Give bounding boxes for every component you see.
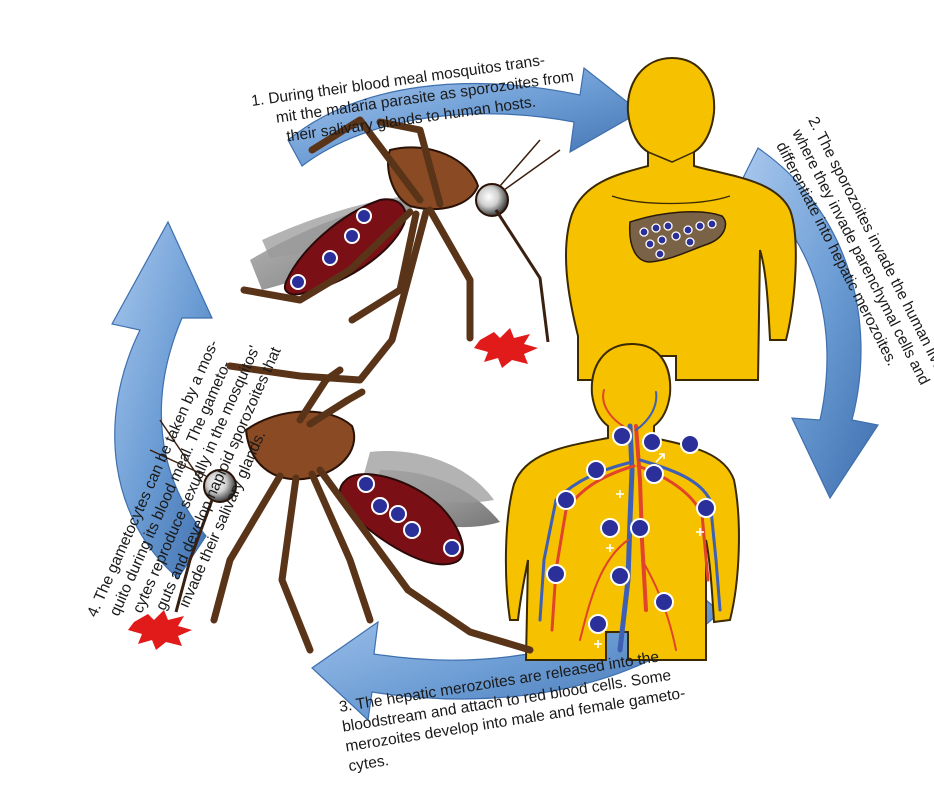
mosquito-icon-upper — [230, 120, 560, 380]
caption-step-1: 1. During their blood meal mosquitos tra… — [250, 48, 577, 149]
caption-step-3-line-4: cytes. — [347, 752, 390, 775]
svg-text:cytes.: cytes. — [347, 752, 390, 775]
